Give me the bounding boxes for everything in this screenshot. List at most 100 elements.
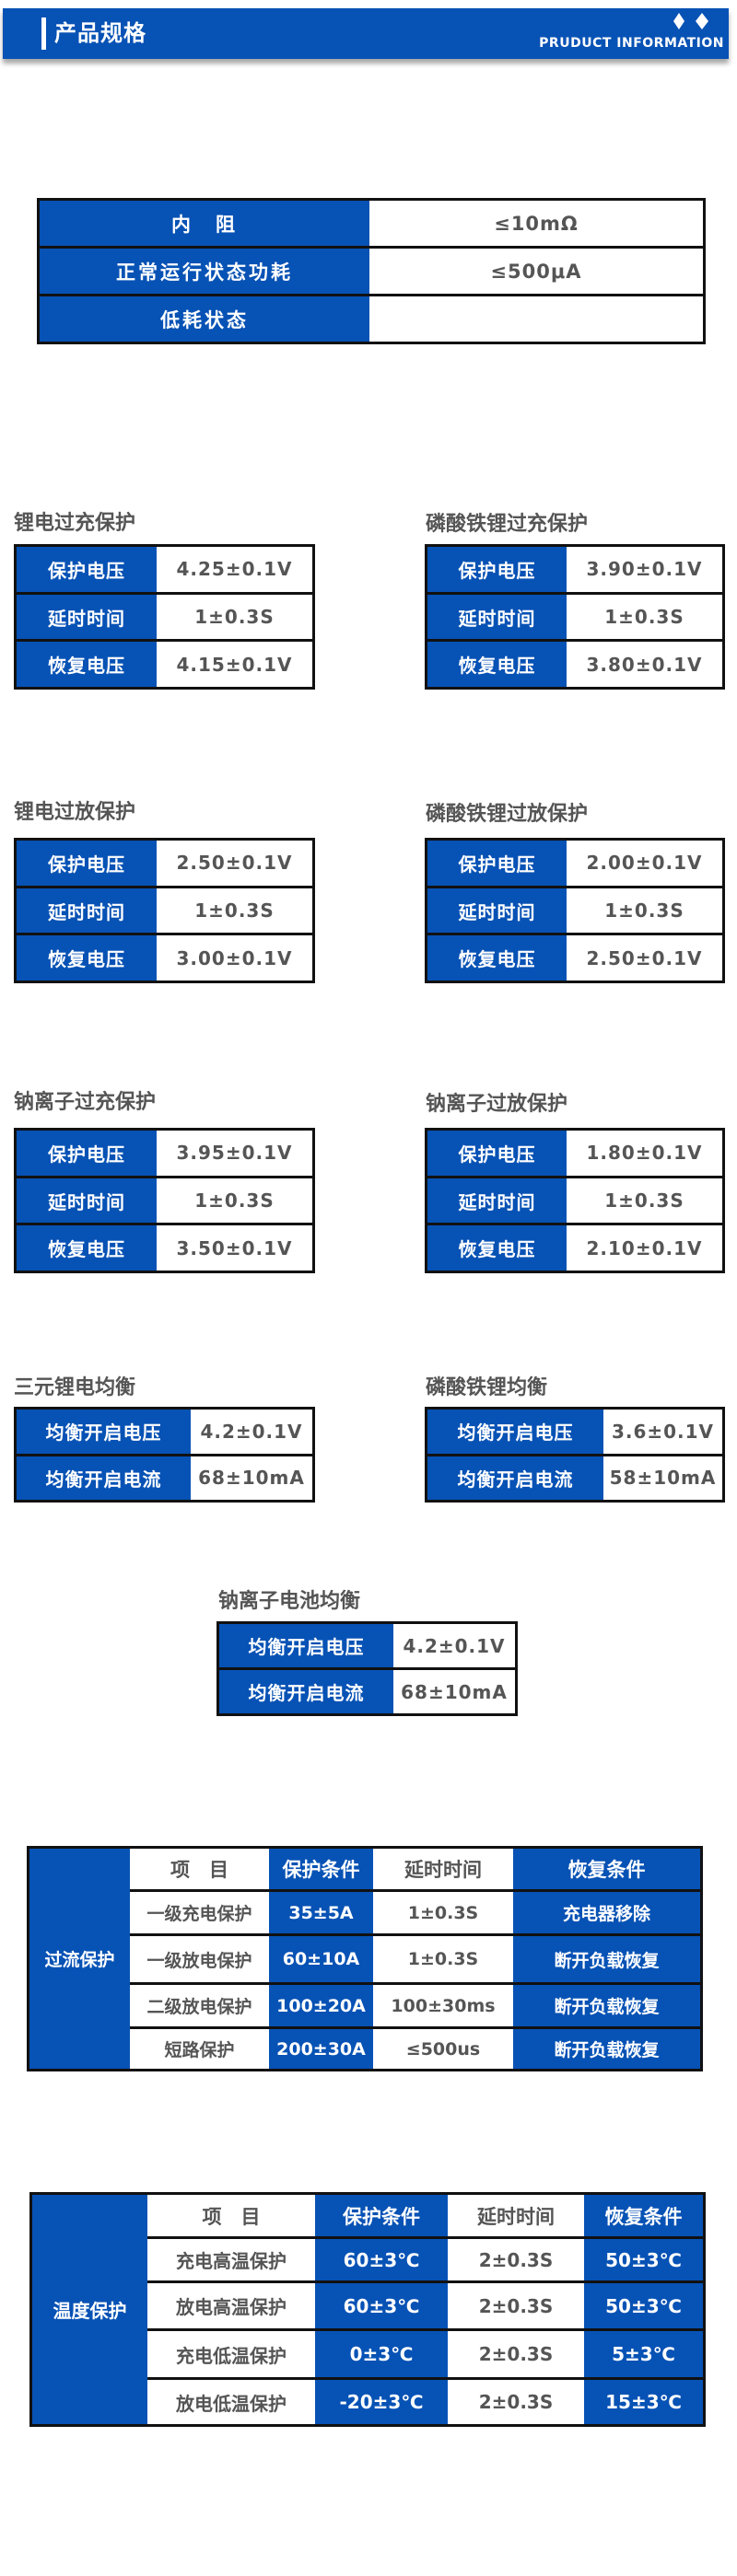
row-label: 正常运行状态功耗 [40, 249, 369, 294]
row-label: 恢复电压 [427, 1225, 567, 1271]
table-cell-delay: 1±0.3S [373, 1889, 513, 1933]
row-label: 保护电压 [427, 841, 567, 886]
table-cell-item: 短路保护 [130, 2026, 269, 2069]
table-cell-condition: 60±3℃ [315, 2236, 448, 2280]
li-overdischarge-table: 保护电压 2.50±0.1V 延时时间 1±0.3S 恢复电压 3.00±0.1… [14, 838, 315, 983]
row-value: 68±10mA [198, 1467, 305, 1490]
table-row: 保护电压 3.95±0.1V [17, 1131, 312, 1176]
group-title-ncm-balance: 三元锂电均衡 [14, 1376, 136, 1399]
table-cell-condition: 60±10A [269, 1933, 373, 1982]
table-cell-condition: 35±5A [269, 1889, 373, 1933]
overcurrent-protection-table: 过流保护 项 目 保护条件 延时时间 恢复条件 一级充电保护 35±5A 1±0… [27, 1846, 703, 2071]
section-header-bar: 产品规格 PRUDUCT INFORMATION [3, 8, 729, 59]
group-label-temperature: 温度保护 [32, 2195, 147, 2424]
row-value: ≤500μA [490, 260, 582, 283]
column-header-recovery: 恢复条件 [584, 2195, 703, 2236]
table-row: 保护电压 2.50±0.1V [17, 841, 312, 886]
row-label: 内 阻 [40, 201, 369, 246]
table-row: 恢复电压 4.15±0.1V [17, 639, 312, 688]
row-value: 1±0.3S [604, 606, 684, 628]
group-label-overcurrent: 过流保护 [29, 1849, 130, 2069]
row-label: 均衡开启电流 [427, 1456, 603, 1500]
table-row: 保护电压 2.00±0.1V [427, 841, 722, 886]
row-label: 延时时间 [427, 1178, 567, 1224]
row-label: 均衡开启电压 [17, 1410, 191, 1454]
column-header-condition: 保护条件 [315, 2195, 448, 2236]
table-cell-recovery: 断开负载恢复 [513, 1982, 700, 2026]
row-value: 2.00±0.1V [586, 852, 703, 875]
row-value: 1±0.3S [604, 899, 684, 922]
table-row: 恢复电压 2.50±0.1V [427, 933, 722, 981]
table-cell-recovery: 50±3℃ [584, 2236, 703, 2280]
table-cell-condition: 200±30A [269, 2026, 373, 2069]
row-value: 68±10mA [401, 1680, 508, 1703]
na-overdischarge-table: 保护电压 1.80±0.1V 延时时间 1±0.3S 恢复电压 2.10±0.1… [425, 1128, 725, 1273]
table-cell-delay: 100±30ms [373, 1982, 513, 2026]
group-title-lfp-overcharge: 磷酸铁锂过充保护 [426, 513, 589, 536]
table-row: 延时时间 1±0.3S [427, 591, 722, 640]
row-value: 4.2±0.1V [403, 1634, 506, 1657]
column-header-recovery: 恢复条件 [513, 1849, 700, 1889]
table-row: 内 阻 ≤10mΩ [40, 201, 703, 246]
row-value: 3.95±0.1V [176, 1142, 293, 1165]
table-row: 均衡开启电压 4.2±0.1V [219, 1624, 515, 1667]
row-value: ≤10mΩ [494, 212, 579, 235]
row-label: 保护电压 [17, 1131, 157, 1176]
table-row: 恢复电压 3.00±0.1V [17, 933, 312, 981]
table-row: 均衡开启电流 68±10mA [219, 1667, 515, 1713]
row-value: 3.80±0.1V [586, 653, 703, 676]
table-cell-item: 二级放电保护 [130, 1982, 269, 2026]
table-row: 恢复电压 3.80±0.1V [427, 639, 722, 688]
table-cell-recovery: 5±3℃ [584, 2328, 703, 2377]
temperature-protection-table: 温度保护 项 目 保护条件 延时时间 恢复条件 充电高温保护 60±3℃ 2±0… [29, 2192, 706, 2427]
table-row: 延时时间 1±0.3S [17, 885, 312, 934]
table-cell-recovery: 充电器移除 [513, 1889, 700, 1933]
page-subtitle: PRUDUCT INFORMATION [539, 36, 724, 51]
row-value: 3.00±0.1V [176, 946, 293, 969]
na-overcharge-table: 保护电压 3.95±0.1V 延时时间 1±0.3S 恢复电压 3.50±0.1… [14, 1128, 315, 1273]
table-cell-delay: 2±0.3S [448, 2280, 584, 2328]
row-value: 4.15±0.1V [176, 653, 293, 676]
table-cell-delay: 1±0.3S [373, 1933, 513, 1982]
row-value: 2.50±0.1V [586, 946, 703, 969]
column-header-item: 项 目 [130, 1849, 269, 1889]
table-cell-delay: ≤500us [373, 2026, 513, 2069]
header-accent-bar [41, 17, 46, 50]
row-value: 4.25±0.1V [176, 558, 293, 581]
table-row: 均衡开启电流 68±10mA [17, 1453, 312, 1500]
row-label: 延时时间 [17, 1178, 157, 1224]
row-value: 1±0.3S [194, 899, 275, 922]
table-row: 均衡开启电压 3.6±0.1V [427, 1410, 722, 1454]
row-label: 延时时间 [427, 594, 567, 640]
table-cell-recovery: 断开负载恢复 [513, 2026, 700, 2069]
table-row: 延时时间 1±0.3S [17, 591, 312, 640]
lfp-overdischarge-table: 保护电压 2.00±0.1V 延时时间 1±0.3S 恢复电压 2.50±0.1… [425, 838, 725, 983]
row-value: 2.10±0.1V [586, 1236, 703, 1259]
row-label: 均衡开启电流 [17, 1456, 191, 1500]
ncm-balance-table: 均衡开启电压 4.2±0.1V 均衡开启电流 68±10mA [14, 1407, 315, 1503]
lfp-balance-table: 均衡开启电压 3.6±0.1V 均衡开启电流 58±10mA [425, 1407, 725, 1503]
table-row: 保护电压 4.25±0.1V [17, 547, 312, 592]
table-cell-delay: 2±0.3S [448, 2328, 584, 2377]
row-label: 延时时间 [427, 888, 567, 934]
group-title-li-overdischarge: 锂电过放保护 [14, 801, 136, 824]
row-label: 延时时间 [17, 594, 157, 640]
group-title-na-balance: 钠离子电池均衡 [218, 1590, 361, 1613]
row-value: 1.80±0.1V [586, 1142, 703, 1165]
row-label: 恢复电压 [17, 642, 157, 688]
table-cell-item: 充电高温保护 [147, 2236, 315, 2280]
table-cell-recovery: 15±3℃ [584, 2377, 703, 2424]
row-label: 保护电压 [17, 841, 157, 886]
lfp-overcharge-table: 保护电压 3.90±0.1V 延时时间 1±0.3S 恢复电压 3.80±0.1… [425, 544, 725, 690]
summary-spec-table: 内 阻 ≤10mΩ 正常运行状态功耗 ≤500μA 低耗状态 [37, 198, 706, 344]
page-title: 产品规格 [54, 20, 146, 46]
table-cell-condition: 100±20A [269, 1982, 373, 2026]
row-label: 延时时间 [17, 888, 157, 934]
table-cell-condition: 60±3℃ [315, 2280, 448, 2328]
row-label: 保护电压 [427, 1131, 567, 1176]
table-row: 恢复电压 3.50±0.1V [17, 1223, 312, 1271]
row-label: 均衡开启电压 [219, 1624, 393, 1667]
table-cell-item: 一级充电保护 [130, 1889, 269, 1933]
table-cell-condition: 0±3℃ [315, 2328, 448, 2377]
table-row: 保护电压 3.90±0.1V [427, 547, 722, 592]
